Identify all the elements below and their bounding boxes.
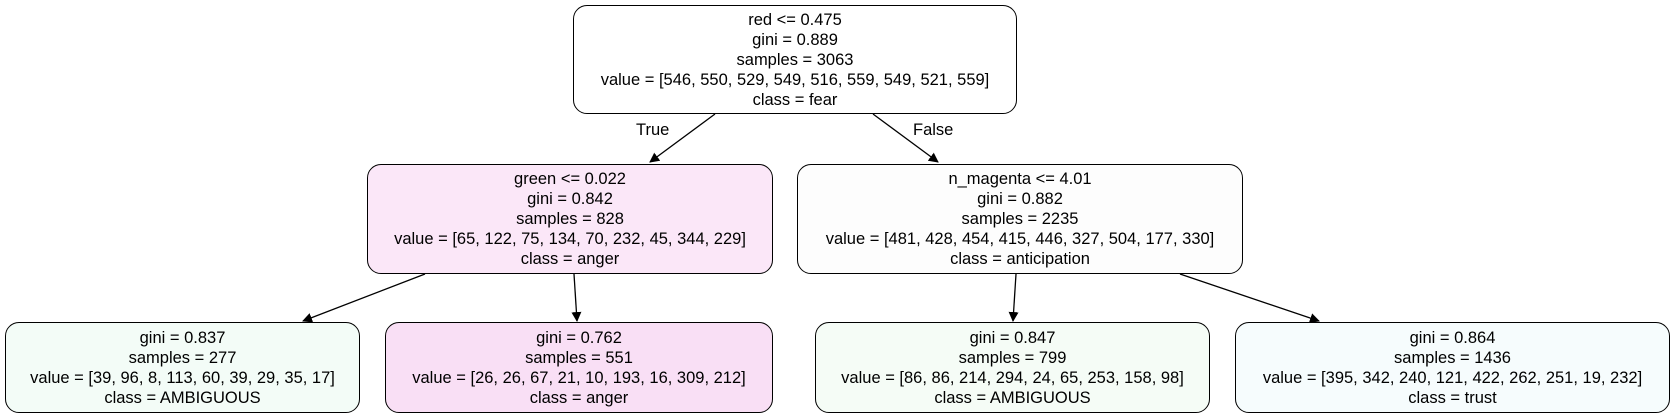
edge-right-to-leaf-ambiguous	[1008, 273, 1019, 322]
node-condition: red <= 0.475	[748, 10, 842, 29]
node-samples: samples = 2235	[961, 210, 1079, 228]
edge-left-to-leaf-ambiguous	[302, 273, 426, 323]
node-class: class = AMBIGUOUS	[104, 388, 261, 407]
node-gini: gini = 0.842	[527, 190, 613, 208]
node-class: class = AMBIGUOUS	[934, 388, 1091, 407]
node-value: value = [481, 428, 454, 415, 446, 327, 5…	[825, 230, 1215, 248]
node-samples: samples = 1436	[1394, 348, 1511, 367]
node-gini: gini = 0.837	[139, 328, 226, 347]
node-class: class = fear	[752, 90, 838, 109]
root-node: red <= 0.475 gini = 0.889 samples = 3063…	[573, 5, 1017, 114]
node-gini: gini = 0.882	[977, 190, 1063, 208]
node-condition: green <= 0.022	[514, 170, 626, 188]
node-value: value = [395, 342, 240, 121, 422, 262, 2…	[1262, 368, 1643, 387]
edge-label-true: True	[636, 121, 670, 139]
node-samples: samples = 799	[958, 348, 1067, 367]
node-class: class = anticipation	[950, 250, 1090, 268]
node-gini: gini = 0.864	[1409, 328, 1496, 347]
leaf-node-anger: gini = 0.762 samples = 551 value = [26, …	[385, 322, 773, 413]
edge-right-to-leaf-trust	[1179, 273, 1320, 323]
node-gini: gini = 0.762	[536, 328, 622, 347]
edge-root-to-left	[649, 113, 716, 163]
split-node-n-magenta: n_magenta <= 4.01 gini = 0.882 samples =…	[797, 164, 1243, 274]
node-value: value = [39, 96, 8, 113, 60, 39, 29, 35,…	[30, 368, 335, 387]
node-gini: gini = 0.889	[752, 30, 838, 49]
node-samples: samples = 277	[128, 348, 237, 367]
node-samples: samples = 828	[516, 210, 624, 228]
node-value: value = [65, 122, 75, 134, 70, 232, 45, …	[394, 230, 746, 248]
node-condition: n_magenta <= 4.01	[948, 170, 1092, 188]
node-value: value = [86, 86, 214, 294, 24, 65, 253, …	[841, 368, 1184, 387]
node-class: class = trust	[1408, 388, 1497, 407]
leaf-node-ambiguous-right: gini = 0.847 samples = 799 value = [86, …	[815, 322, 1210, 413]
node-samples: samples = 551	[525, 348, 633, 367]
edge-root-to-right	[872, 113, 939, 163]
node-value: value = [26, 26, 67, 21, 10, 193, 16, 30…	[412, 368, 746, 387]
node-class: class = anger	[520, 250, 620, 268]
split-node-green: green <= 0.022 gini = 0.842 samples = 82…	[367, 164, 773, 274]
node-gini: gini = 0.847	[969, 328, 1056, 347]
node-class: class = anger	[529, 388, 629, 407]
node-samples: samples = 3063	[736, 50, 854, 69]
edge-label-false: False	[913, 121, 954, 139]
leaf-node-ambiguous-left: gini = 0.837 samples = 277 value = [39, …	[5, 322, 360, 413]
edge-left-to-leaf-anger	[571, 273, 582, 322]
leaf-node-trust: gini = 0.864 samples = 1436 value = [395…	[1235, 322, 1670, 413]
node-value: value = [546, 550, 529, 549, 516, 559, 5…	[600, 70, 990, 89]
